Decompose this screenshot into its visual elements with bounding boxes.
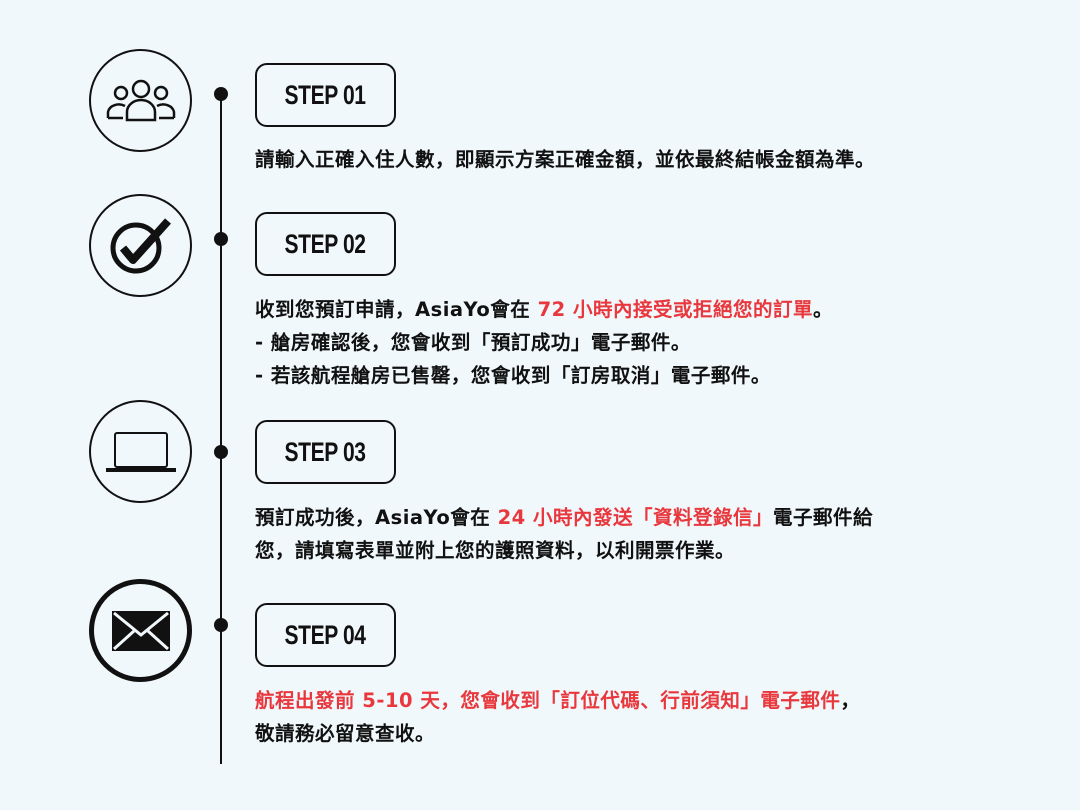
text-segment: 收到您預訂申請，AsiaYo會在 xyxy=(255,298,538,321)
users-icon xyxy=(89,49,192,152)
step-02-label: STEP 02 xyxy=(255,212,396,276)
step-03-label: STEP 03 xyxy=(255,420,396,484)
text-segment: - 艙房確認後，您會收到「預訂成功」電子郵件。 xyxy=(255,331,691,354)
description-line: 請輸入正確入住人數，即顯示方案正確金額，並依最終結帳金額為準。 xyxy=(255,143,875,176)
description-line: - 艙房確認後，您會收到「預訂成功」電子郵件。 xyxy=(255,326,833,359)
description-line: 預訂成功後，AsiaYo會在 24 小時內發送「資料登錄信」電子郵件給 xyxy=(255,501,873,534)
text-segment: 敬請務必留意查收。 xyxy=(255,722,436,745)
step-01-label: STEP 01 xyxy=(255,63,396,127)
timeline-line xyxy=(220,88,222,764)
text-segment: 您，請填寫表單並附上您的護照資料，以利開票作業。 xyxy=(255,539,736,562)
step-03-description: 預訂成功後，AsiaYo會在 24 小時內發送「資料登錄信」電子郵件給您，請填寫… xyxy=(255,501,873,567)
text-segment: 請輸入正確入住人數，即顯示方案正確金額，並依最終結帳金額為準。 xyxy=(255,148,876,171)
description-line: 敬請務必留意查收。 xyxy=(255,717,860,750)
text-segment: 電子郵件給 xyxy=(773,506,874,529)
timeline-dot xyxy=(214,232,228,246)
description-line: 您，請填寫表單並附上您的護照資料，以利開票作業。 xyxy=(255,534,873,567)
text-segment: ， xyxy=(840,689,861,712)
timeline-dot xyxy=(214,445,228,459)
step-04-label: STEP 04 xyxy=(255,603,396,667)
description-line: 收到您預訂申請，AsiaYo會在 72 小時內接受或拒絕您的訂單。 xyxy=(255,293,833,326)
timeline-dot xyxy=(214,618,228,632)
highlight-text: 72 小時內接受或拒絕您的訂單 xyxy=(537,298,813,321)
text-segment: 預訂成功後，AsiaYo會在 xyxy=(255,506,498,529)
highlight-text: 24 小時內發送「資料登錄信」 xyxy=(497,506,773,529)
step-01-description: 請輸入正確入住人數，即顯示方案正確金額，並依最終結帳金額為準。 xyxy=(255,143,875,176)
step-02-description: 收到您預訂申請，AsiaYo會在 72 小時內接受或拒絕您的訂單。 - 艙房確認… xyxy=(255,293,833,392)
laptop-icon xyxy=(89,400,192,503)
envelope-icon xyxy=(89,579,192,682)
description-line: - 若該航程艙房已售罄，您會收到「訂房取消」電子郵件。 xyxy=(255,359,833,392)
text-segment: - 若該航程艙房已售罄，您會收到「訂房取消」電子郵件。 xyxy=(255,364,771,387)
highlight-text: 航程出發前 5-10 天，您會收到「訂位代碼、行前須知」電子郵件 xyxy=(255,689,841,712)
text-segment: 。 xyxy=(813,298,834,321)
step-04-description: 航程出發前 5-10 天，您會收到「訂位代碼、行前須知」電子郵件， 敬請務必留意查… xyxy=(255,684,860,750)
description-line: 航程出發前 5-10 天，您會收到「訂位代碼、行前須知」電子郵件， xyxy=(255,684,860,717)
timeline-dot xyxy=(214,87,228,101)
check-circle-icon xyxy=(89,194,192,297)
